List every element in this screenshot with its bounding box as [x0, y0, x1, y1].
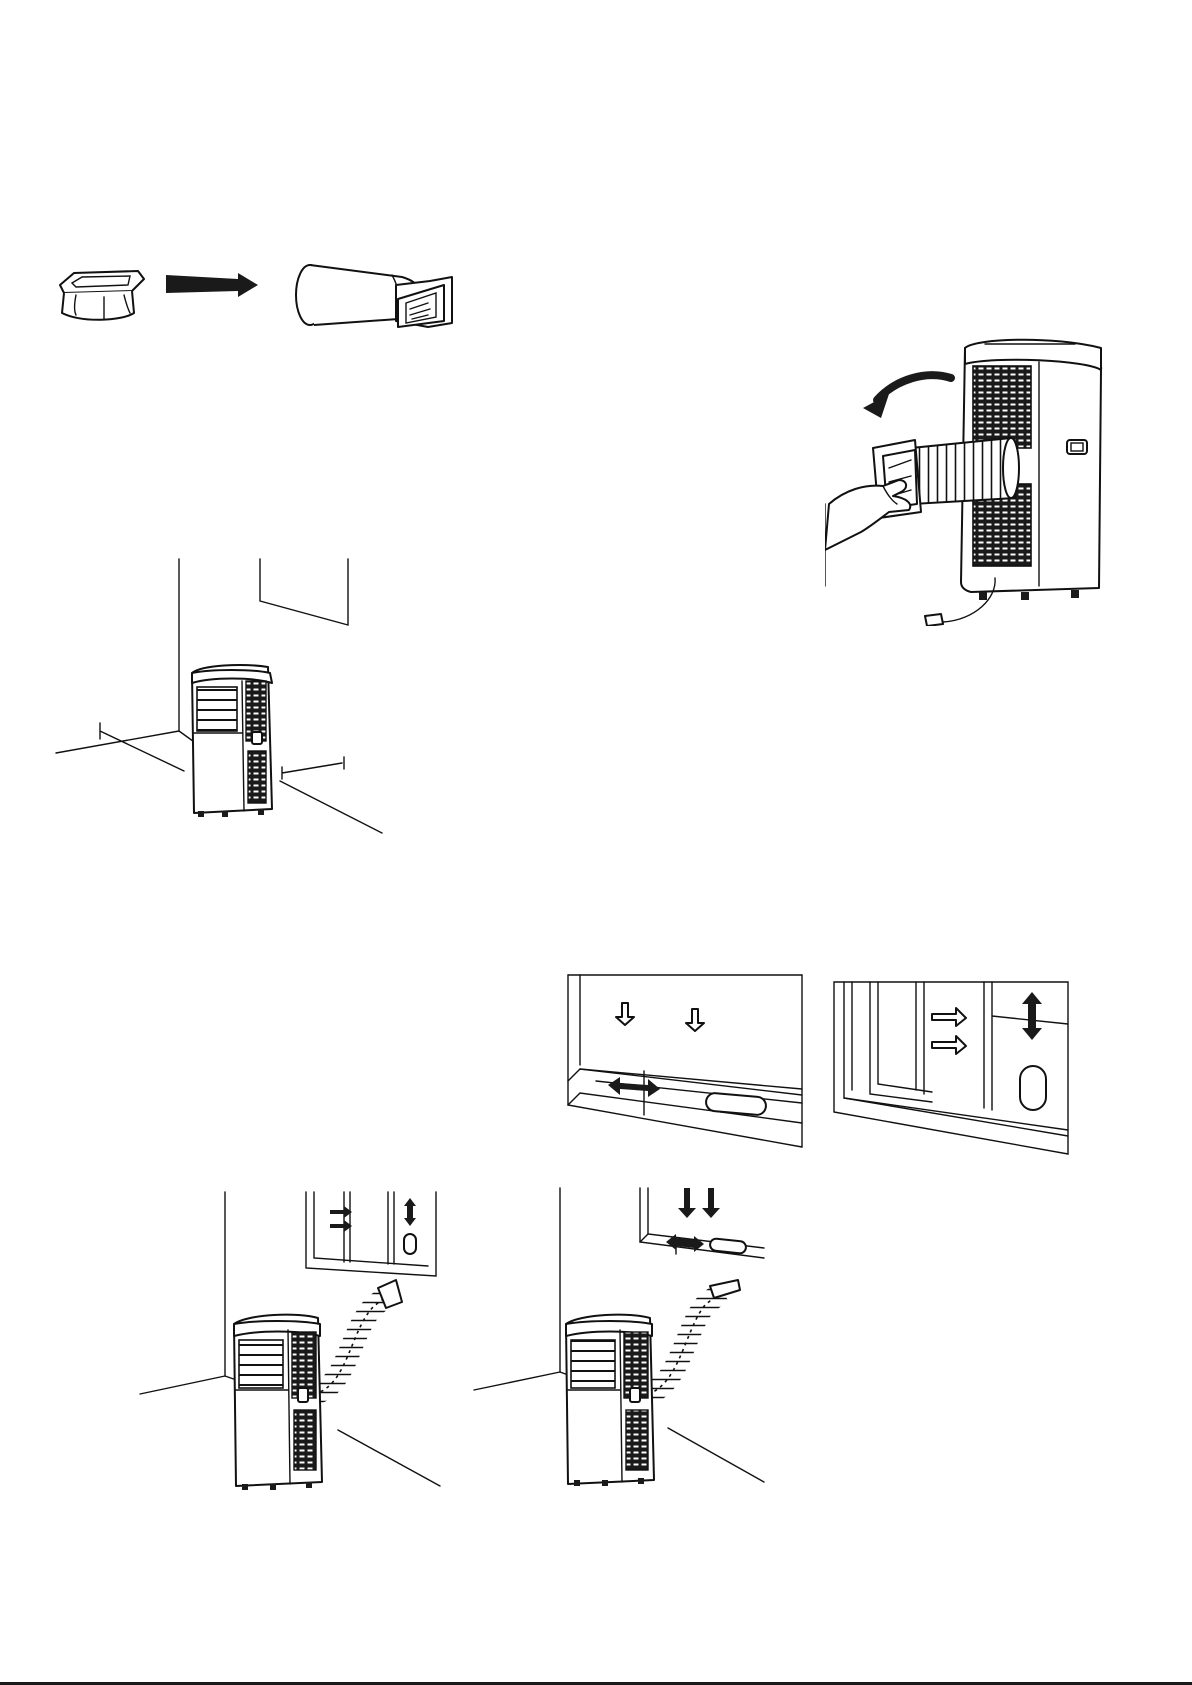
insert-arrow-icon: [166, 273, 258, 297]
hose-with-adapter-icon: [296, 265, 452, 327]
hose-removal-illustration: [825, 336, 1115, 626]
right-arrow-icon: [932, 1036, 966, 1054]
adapter-to-hose-illustration: [52, 255, 492, 365]
double-arrow-icon: [608, 1077, 660, 1097]
window-slider-vertical-illustration: [832, 980, 1070, 1156]
installed-horizontal-window-illustration: [472, 1186, 772, 1486]
right-arrow-icon: [932, 1008, 966, 1026]
down-arrow-icon: [616, 1003, 634, 1025]
unit-clearance-illustration: [52, 555, 392, 835]
up-down-arrow-icon: [1022, 992, 1042, 1040]
window-adapter-icon: [60, 271, 144, 320]
installed-vertical-window-illustration: [138, 1190, 448, 1490]
down-arrow-icon: [686, 1009, 704, 1031]
window-slider-horizontal-illustration: [566, 973, 804, 1149]
